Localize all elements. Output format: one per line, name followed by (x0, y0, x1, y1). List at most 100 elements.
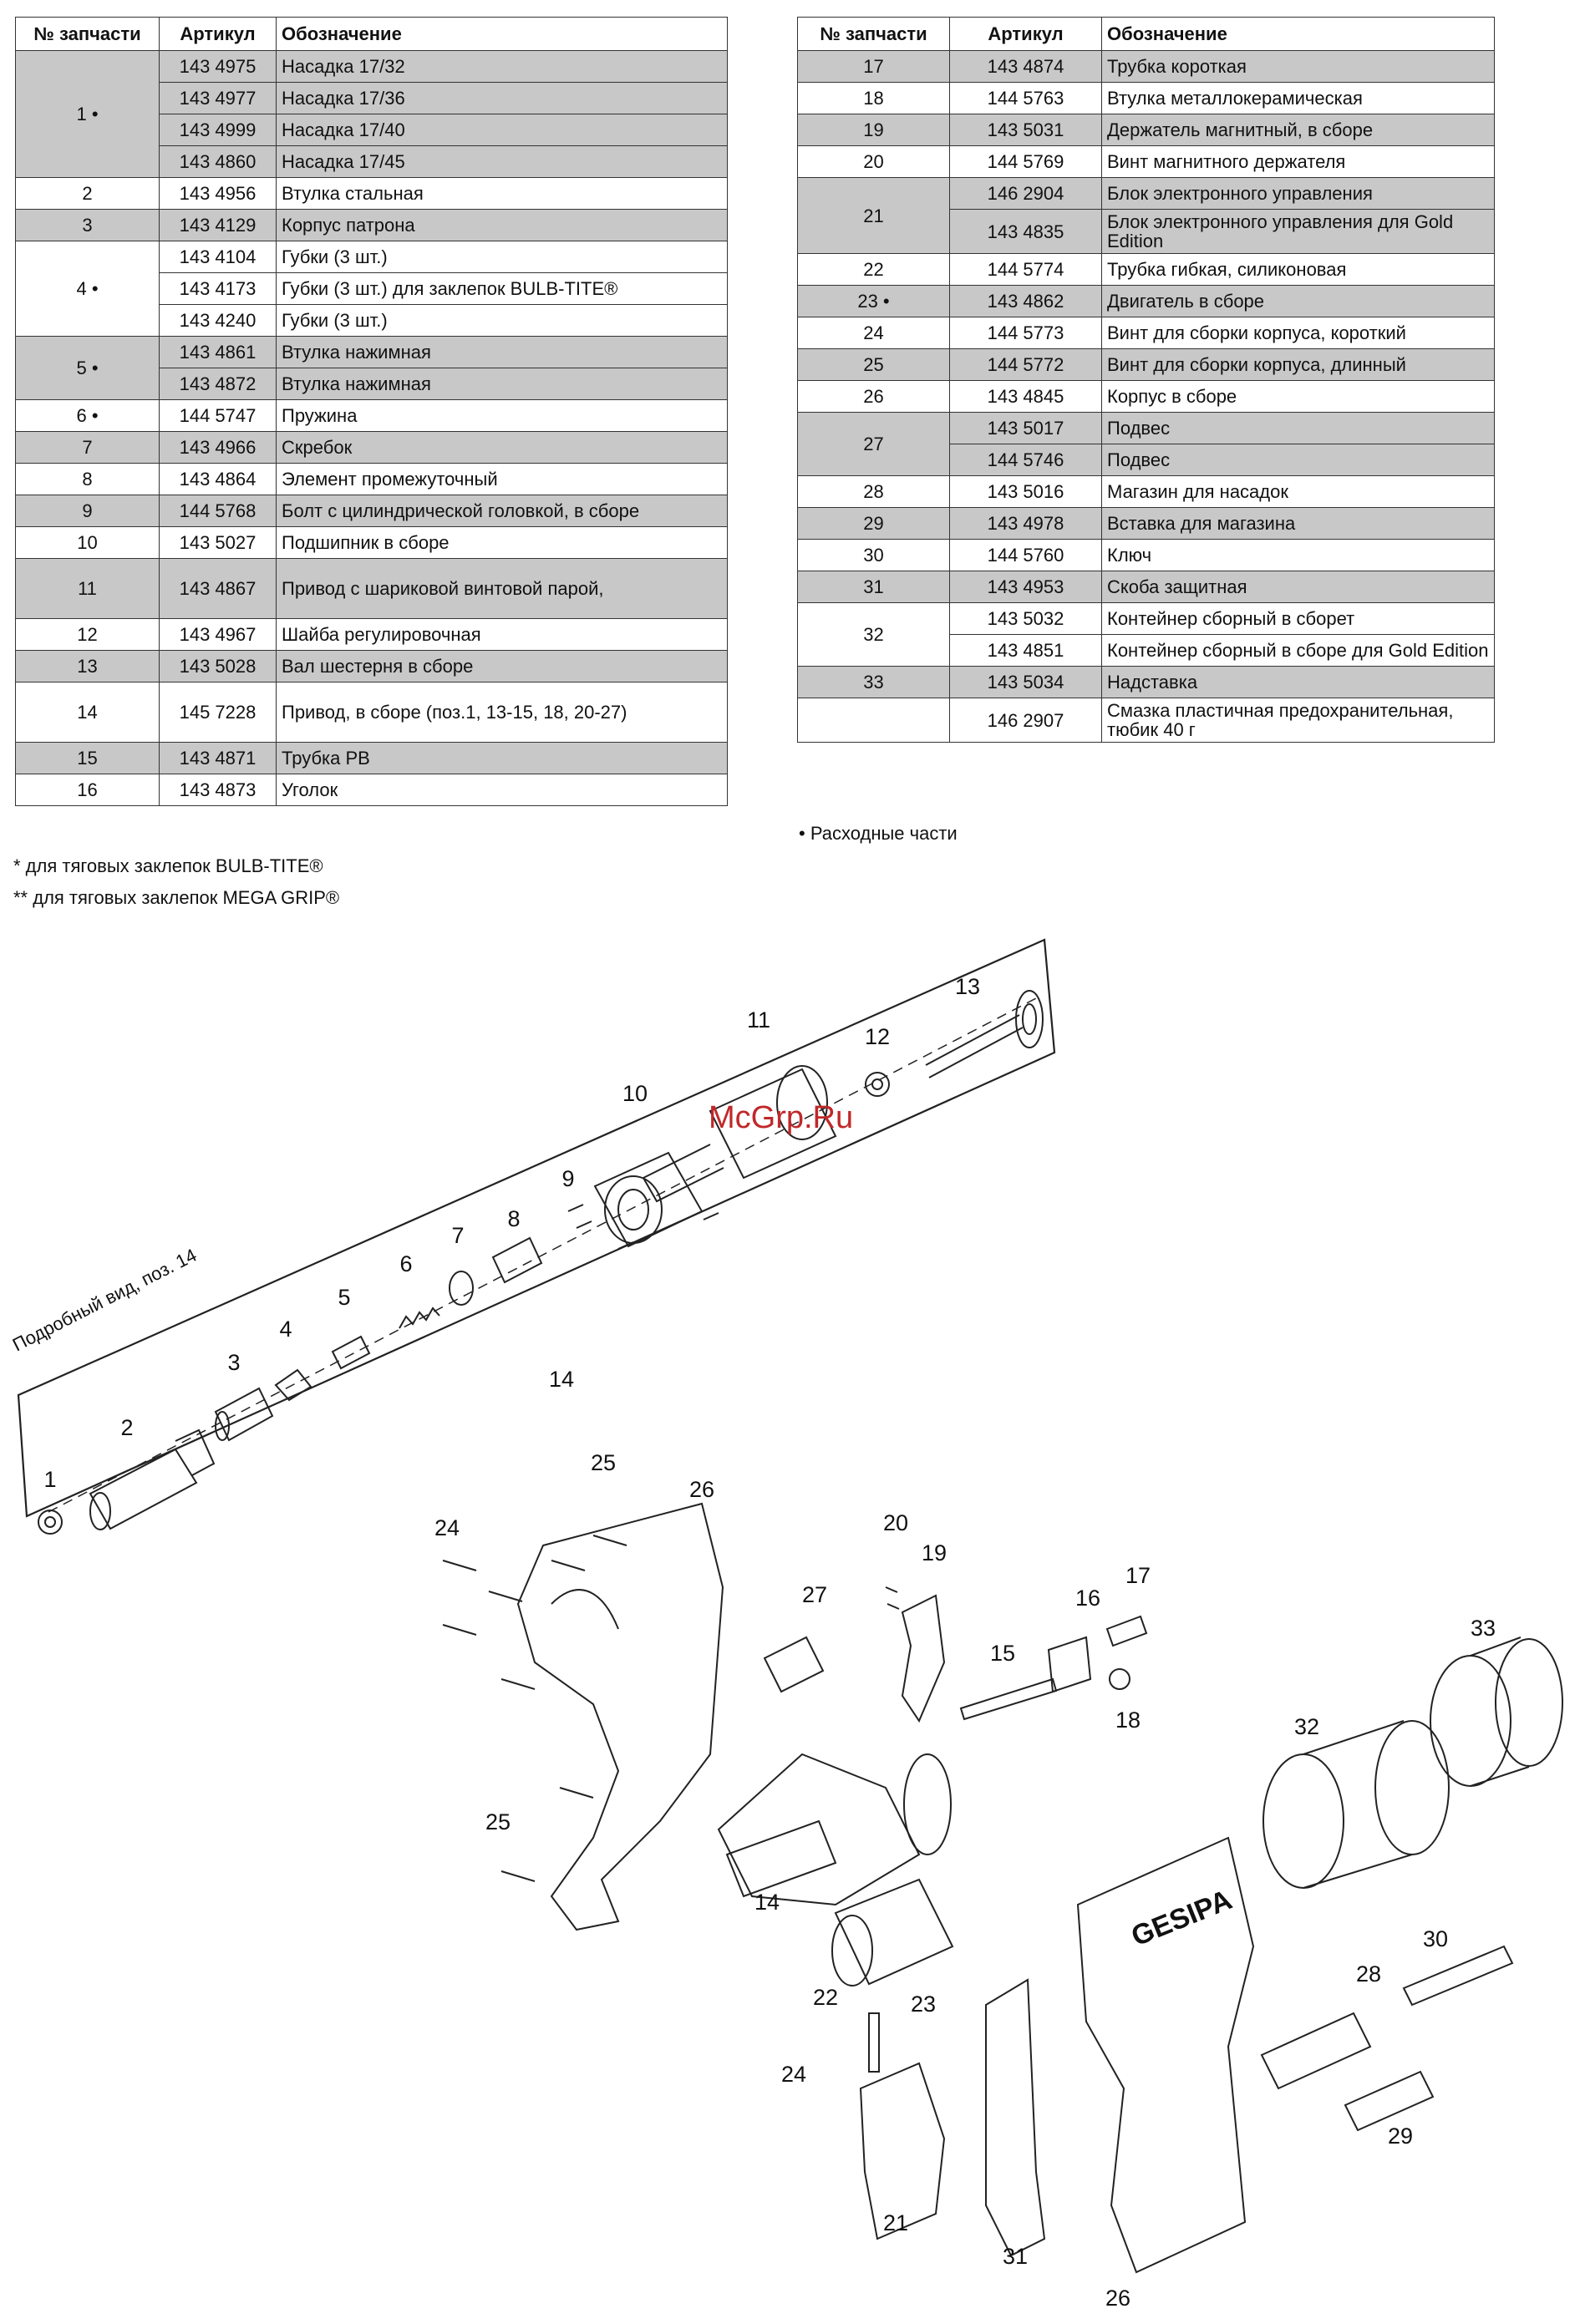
designation-cell: Трубка короткая (1101, 50, 1495, 83)
part-8-intermediate (491, 1236, 543, 1284)
article-cell: 143 4967 (159, 618, 277, 651)
housing-screws (442, 1535, 627, 1882)
callout-25: 25 (485, 1809, 511, 1834)
part-15-tube (959, 1677, 1058, 1721)
article-cell: 143 4871 (159, 742, 277, 774)
designation-cell: Втулка металлокерамическая (1101, 82, 1495, 114)
part-1-nut (38, 1510, 63, 1535)
designation-cell: Ключ (1101, 539, 1495, 572)
designation-cell: Насадка 17/40 (276, 114, 728, 146)
callout-14: 14 (754, 1890, 780, 1915)
parts-table-left: № запчасти Артикул Обозначение 1 •143 49… (15, 17, 728, 806)
container-32 (1262, 1720, 1450, 1889)
article-cell: 143 5028 (159, 650, 277, 682)
designation-cell: Скоба защитная (1101, 571, 1495, 604)
callout-28: 28 (1356, 1961, 1381, 1987)
part-18-bush (1109, 1668, 1130, 1690)
callout-33: 33 (1471, 1616, 1496, 1641)
part-2-nose-piece (89, 1428, 216, 1530)
article-cell: 143 4978 (949, 507, 1102, 540)
designation-cell: Насадка 17/45 (276, 145, 728, 178)
header-designation: Обозначение (1101, 17, 1495, 51)
part-number-cell: 17 (797, 50, 950, 83)
article-cell: 143 4977 (159, 82, 277, 114)
designation-cell: Болт с цилиндрической головкой, в сборе (276, 495, 728, 527)
part-number-cell: 18 (797, 82, 950, 114)
designation-cell: Трубка гибкая, силиконовая (1101, 253, 1495, 287)
article-cell: 144 5773 (949, 317, 1102, 350)
designation-cell: Втулка нажимная (276, 336, 728, 368)
header-part-number: № запчасти (15, 17, 160, 51)
callout-13: 13 (955, 974, 980, 999)
part-19-magnetic-holder (901, 1594, 946, 1723)
part-number-cell: 28 (797, 475, 950, 509)
part-number-cell: 19 (797, 114, 950, 146)
part-17-short-tube (1105, 1615, 1148, 1647)
part-27-hanger (763, 1636, 825, 1693)
part-number-cell: 25 (797, 348, 950, 382)
article-cell: 143 4864 (159, 463, 277, 495)
designation-cell: Контейнер сборный в сборе для Gold Editi… (1101, 634, 1495, 667)
detail-frame (17, 938, 1056, 1518)
article-cell: 146 2907 (949, 698, 1102, 743)
magazine-28 (1260, 2012, 1372, 2090)
part-number-cell: 24 (797, 317, 950, 350)
designation-cell: Пружина (276, 399, 728, 432)
article-cell: 143 4874 (949, 50, 1102, 83)
article-cell: 143 4845 (949, 380, 1102, 414)
designation-cell: Магазин для насадок (1101, 475, 1495, 509)
callout-32: 32 (1294, 1714, 1319, 1739)
part-9-screws (567, 1204, 719, 1250)
article-cell: 143 4956 (159, 177, 277, 210)
designation-cell: Двигатель в сборе (1101, 285, 1495, 318)
housing-half-26 (516, 1502, 724, 1931)
part-number-cell: 1 • (15, 50, 160, 178)
article-cell: 143 4104 (159, 241, 277, 273)
detail-view-label: Подробный вид, поз. 14 (9, 1245, 200, 1356)
article-cell: 143 4240 (159, 304, 277, 337)
guard-31 (985, 1978, 1046, 2257)
article-cell: 143 4862 (949, 285, 1102, 318)
callout-30: 30 (1423, 1926, 1448, 1951)
callout-31: 31 (1003, 2244, 1028, 2269)
designation-cell: Вставка для магазина (1101, 507, 1495, 540)
article-cell: 144 5772 (949, 348, 1102, 382)
designation-cell: Корпус патрона (276, 209, 728, 241)
part-number-cell: 32 (797, 602, 950, 667)
designation-cell: Подвес (1101, 444, 1495, 477)
part-10-bearing (593, 1151, 704, 1248)
article-cell: 143 5016 (949, 475, 1102, 509)
part-number-cell: 9 (15, 495, 160, 527)
callout-26: 26 (689, 1477, 714, 1502)
article-cell: 143 4873 (159, 774, 277, 806)
callout-9: 9 (561, 1166, 574, 1191)
callout-25: 25 (591, 1450, 616, 1475)
callout-24: 24 (434, 1515, 460, 1540)
part-number-cell: 26 (797, 380, 950, 414)
part-number-cell: 27 (797, 412, 950, 477)
designation-cell: Трубка PB (276, 742, 728, 774)
callout-16: 16 (1075, 1586, 1100, 1611)
part-12-washer (865, 1072, 890, 1097)
motor-23 (831, 1878, 954, 1987)
designation-cell: Винт для сборки корпуса, длинный (1101, 348, 1495, 382)
part-number-cell: 12 (15, 618, 160, 651)
article-cell: 143 4999 (159, 114, 277, 146)
part-number-cell: 20 (797, 145, 950, 178)
